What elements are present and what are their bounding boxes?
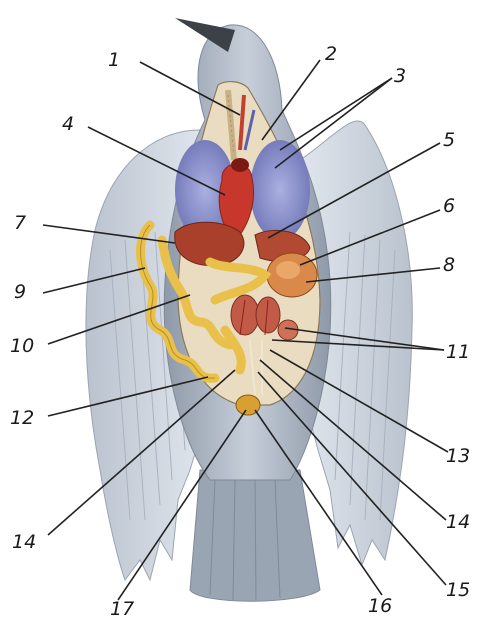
label-1: 1 bbox=[108, 49, 120, 71]
label-3: 3 bbox=[394, 65, 406, 87]
label-2: 2 bbox=[325, 43, 337, 65]
label-5: 5 bbox=[443, 129, 455, 151]
label-6: 6 bbox=[443, 195, 455, 217]
label-17: 17 bbox=[110, 598, 134, 620]
label-15: 15 bbox=[446, 579, 470, 601]
label-11: 11 bbox=[446, 341, 470, 363]
label-14-right: 14 bbox=[446, 511, 470, 533]
label-7: 7 bbox=[14, 212, 26, 234]
label-8: 8 bbox=[443, 254, 455, 276]
label-12: 12 bbox=[10, 407, 34, 429]
right-lung bbox=[250, 140, 310, 240]
label-16: 16 bbox=[368, 595, 392, 617]
label-10: 10 bbox=[10, 335, 34, 357]
label-4: 4 bbox=[62, 113, 74, 135]
label-14-left: 14 bbox=[12, 531, 36, 553]
label-13: 13 bbox=[446, 445, 470, 467]
label-9: 9 bbox=[14, 281, 26, 303]
